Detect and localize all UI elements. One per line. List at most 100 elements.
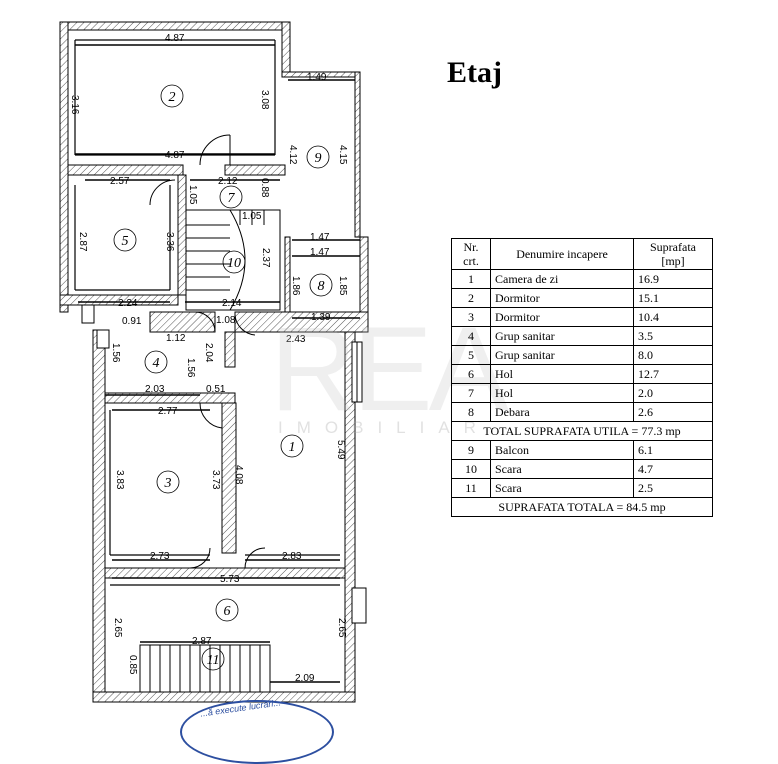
- cell-name: Camera de zi: [490, 269, 634, 289]
- room-number: 1: [289, 440, 296, 455]
- dim-label: 3.73: [210, 470, 221, 490]
- cell-area: 6.1: [633, 440, 713, 460]
- dim-label: 3.83: [114, 470, 125, 490]
- dim-label: 2.65: [112, 618, 123, 638]
- room-number: 11: [207, 653, 220, 668]
- dim-label: 1.12: [166, 333, 186, 344]
- dim-label: 2.65: [336, 618, 347, 638]
- header-area: Suprafata [mp]: [633, 238, 713, 270]
- dim-label: 1.56: [185, 358, 196, 378]
- cell-nr: 9: [451, 440, 491, 460]
- header-name: Denumire incapere: [490, 238, 634, 270]
- room-legend-table: Nr. crt. Denumire incapere Suprafata [mp…: [451, 238, 713, 517]
- total-area: SUPRAFATA TOTALA = 84.5 mp: [451, 497, 713, 517]
- dim-label: 2.03: [145, 384, 165, 395]
- cell-name: Scara: [490, 459, 634, 479]
- cell-area: 2.0: [633, 383, 713, 403]
- cell-name: Grup sanitar: [490, 326, 634, 346]
- cell-name: Balcon: [490, 440, 634, 460]
- dim-label: 1.49: [307, 72, 327, 83]
- cell-name: Scara: [490, 478, 634, 498]
- dim-label: 3.16: [69, 95, 80, 115]
- cell-name: Dormitor: [490, 307, 634, 327]
- dim-label: 5.49: [335, 440, 346, 460]
- interior-lines: [74, 39, 340, 586]
- watermark-subtitle: IMOBILIAR: [278, 418, 490, 437]
- room-number: 10: [227, 256, 241, 271]
- cell-nr: 6: [451, 364, 491, 384]
- dim-label: 2.77: [158, 406, 178, 417]
- dim-label: 5.73: [220, 574, 240, 585]
- dim-label: 4.12: [287, 145, 298, 165]
- dim-label: 1.39: [311, 312, 331, 323]
- dim-label: 4.87: [165, 150, 185, 161]
- cell-nr: 10: [451, 459, 491, 479]
- total-util-row: TOTAL SUPRAFATA UTILA = 77.3 mp: [451, 421, 713, 441]
- cell-nr: 2: [451, 288, 491, 308]
- room-number: 6: [224, 604, 231, 619]
- dim-label: 2.09: [295, 673, 315, 684]
- legend-header-row: Nr. crt. Denumire incapere Suprafata [mp…: [451, 238, 713, 270]
- cell-area: 2.6: [633, 402, 713, 422]
- cell-name: Dormitor: [490, 288, 634, 308]
- dim-label: 2.73: [150, 551, 170, 562]
- dim-label: 3.36: [164, 232, 175, 252]
- dim-label: 2.12: [218, 176, 238, 187]
- cell-area: 8.0: [633, 345, 713, 365]
- cell-nr: 7: [451, 383, 491, 403]
- room-number: 5: [122, 234, 129, 249]
- cell-area: 15.1: [633, 288, 713, 308]
- cell-area: 12.7: [633, 364, 713, 384]
- dim-label: 1.47: [310, 232, 330, 243]
- page-title: Etaj: [447, 56, 502, 89]
- dim-label: 4.87: [165, 33, 185, 44]
- dim-label: 1.47: [310, 247, 330, 258]
- cell-area: 2.5: [633, 478, 713, 498]
- cell-area: 16.9: [633, 269, 713, 289]
- cell-name: Debara: [490, 402, 634, 422]
- windows: [81, 304, 367, 624]
- stairs-11: [139, 644, 271, 693]
- room-labels: 2 5 7 9 10 8 4 1 3 6 11: [113, 84, 333, 671]
- cell-area: 4.7: [633, 459, 713, 479]
- dim-label: 2.83: [282, 551, 302, 562]
- floor-plan: 4.87 3.16 3.08 4.87 1.49 4.12 4.15 2.57 …: [59, 21, 369, 703]
- total-row: SUPRAFATA TOTALA = 84.5 mp: [451, 497, 713, 517]
- dim-label: 1.05: [242, 211, 262, 222]
- cell-area: 10.4: [633, 307, 713, 327]
- dim-label: 2.24: [118, 298, 138, 309]
- room-number: 2: [169, 90, 176, 105]
- dim-label: 2.57: [110, 176, 130, 187]
- room-number: 7: [228, 191, 236, 206]
- dim-label: 2.37: [260, 248, 271, 268]
- dim-label: 2.04: [203, 343, 214, 363]
- dim-label: 0.91: [122, 316, 142, 327]
- dim-label: 1.56: [110, 343, 121, 363]
- dim-label: 0.51: [206, 384, 226, 395]
- dim-label: 2.87: [192, 636, 212, 647]
- dim-label: 1.86: [290, 276, 301, 296]
- cell-name: Grup sanitar: [490, 345, 634, 365]
- dim-label: 2.43: [286, 334, 306, 345]
- cell-nr: 5: [451, 345, 491, 365]
- cell-nr: 3: [451, 307, 491, 327]
- cell-nr: 1: [451, 269, 491, 289]
- room-number: 4: [153, 356, 160, 371]
- dim-label: 0.85: [127, 655, 138, 675]
- dim-label: 1.85: [337, 276, 348, 296]
- dim-label: 1.08: [216, 315, 236, 326]
- doors: [149, 134, 266, 569]
- header-nr: Nr. crt.: [451, 238, 491, 270]
- dim-label: 0.88: [259, 178, 270, 198]
- dim-label: 2.14: [222, 298, 242, 309]
